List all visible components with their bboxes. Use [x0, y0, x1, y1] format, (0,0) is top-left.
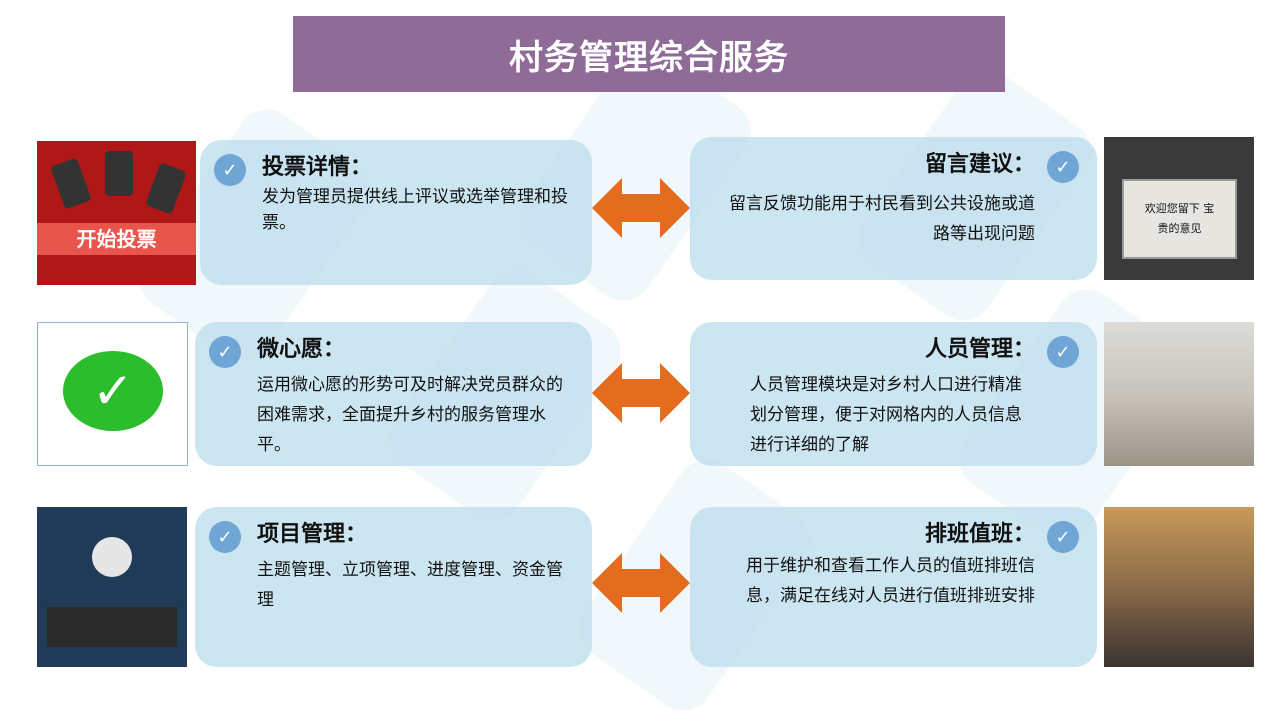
- panel-text: 人员管理模块是对乡村人口进行精准划分管理，便于对网格内的人员信息进行详细的了解: [750, 375, 1022, 455]
- vote-image-text: 开始投票: [37, 223, 196, 255]
- panel-heading: 项目管理：: [257, 522, 368, 547]
- panel-heading: 微心愿：: [257, 337, 346, 362]
- panel-wish: ✓ 微心愿： 运用微心愿的形势可及时解决党员群众的困难需求，全面提升乡村的服务管…: [195, 322, 592, 466]
- panel-vote: ✓ 投票详情： 发为管理员提供线上评议或选举管理和投票。: [200, 140, 592, 285]
- message-board-image: 欢迎您留下 宝贵的意见: [1104, 137, 1254, 280]
- panel-heading: 投票详情：: [262, 155, 373, 180]
- page-title: 村务管理综合服务: [293, 16, 1005, 92]
- project-team-image: [37, 507, 187, 667]
- double-arrow-icon: [592, 178, 690, 238]
- panel-heading: 人员管理：: [924, 337, 1035, 362]
- panel-text: 运用微心愿的形势可及时解决党员群众的困难需求，全面提升乡村的服务管理水平。: [257, 375, 563, 455]
- check-icon: ✓: [209, 521, 241, 553]
- panel-heading: 留言建议：: [924, 152, 1035, 177]
- check-icon: ✓: [209, 336, 241, 368]
- panel-text: 发为管理员提供线上评议或选举管理和投票。: [262, 187, 568, 233]
- panel-heading: 排班值班：: [924, 522, 1035, 547]
- vote-image: 开始投票: [37, 141, 196, 285]
- panel-project: ✓ 项目管理： 主题管理、立项管理、进度管理、资金管理: [195, 507, 592, 667]
- panel-text: 主题管理、立项管理、进度管理、资金管理: [257, 560, 563, 610]
- double-arrow-icon: [592, 553, 690, 613]
- board-text: 欢迎您留下 宝贵的意见: [1122, 179, 1237, 259]
- meeting-photo: [1104, 507, 1254, 667]
- panel-schedule: ✓ 排班值班： 用于维护和查看工作人员的值班排班信息，满足在线对人员进行值班排班…: [690, 507, 1097, 667]
- wechat-image: ✓: [37, 322, 188, 466]
- panel-personnel: ✓ 人员管理： 人员管理模块是对乡村人口进行精准划分管理，便于对网格内的人员信息…: [690, 322, 1097, 466]
- panel-message: ✓ 留言建议： 留言反馈功能用于村民看到公共设施或道路等出现问题: [690, 137, 1097, 280]
- panel-text: 留言反馈功能用于村民看到公共设施或道路等出现问题: [729, 194, 1035, 244]
- check-icon: ✓: [1047, 151, 1079, 183]
- panel-text: 用于维护和查看工作人员的值班排班信息，满足在线对人员进行值班排班安排: [746, 556, 1035, 606]
- check-icon: ✓: [214, 154, 246, 186]
- check-icon: ✓: [1047, 521, 1079, 553]
- double-arrow-icon: [592, 363, 690, 423]
- check-icon: ✓: [1047, 336, 1079, 368]
- office-photo: [1104, 322, 1254, 466]
